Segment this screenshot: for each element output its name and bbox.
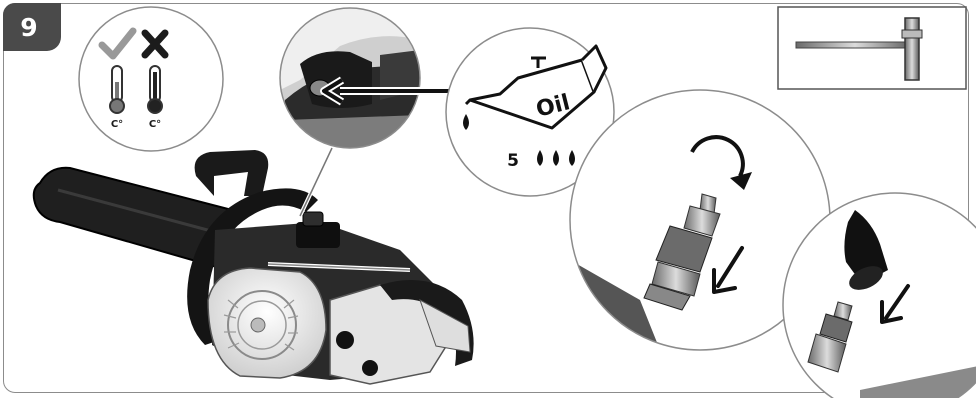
temperature-hint: C° C°: [79, 7, 223, 151]
thermometer-icon: [110, 66, 124, 113]
temperature-unit-right: C°: [149, 119, 161, 130]
oil-cap-closeup: [280, 8, 462, 148]
temperature-unit-left: C°: [111, 119, 123, 130]
wrench-tool-box: [778, 7, 966, 89]
top-handle: [195, 150, 269, 196]
oil-drop-count: 5: [507, 151, 519, 171]
starter-cover: [208, 268, 326, 378]
chainsaw-illustration: [34, 148, 474, 384]
thermometer-icon: [148, 66, 162, 113]
